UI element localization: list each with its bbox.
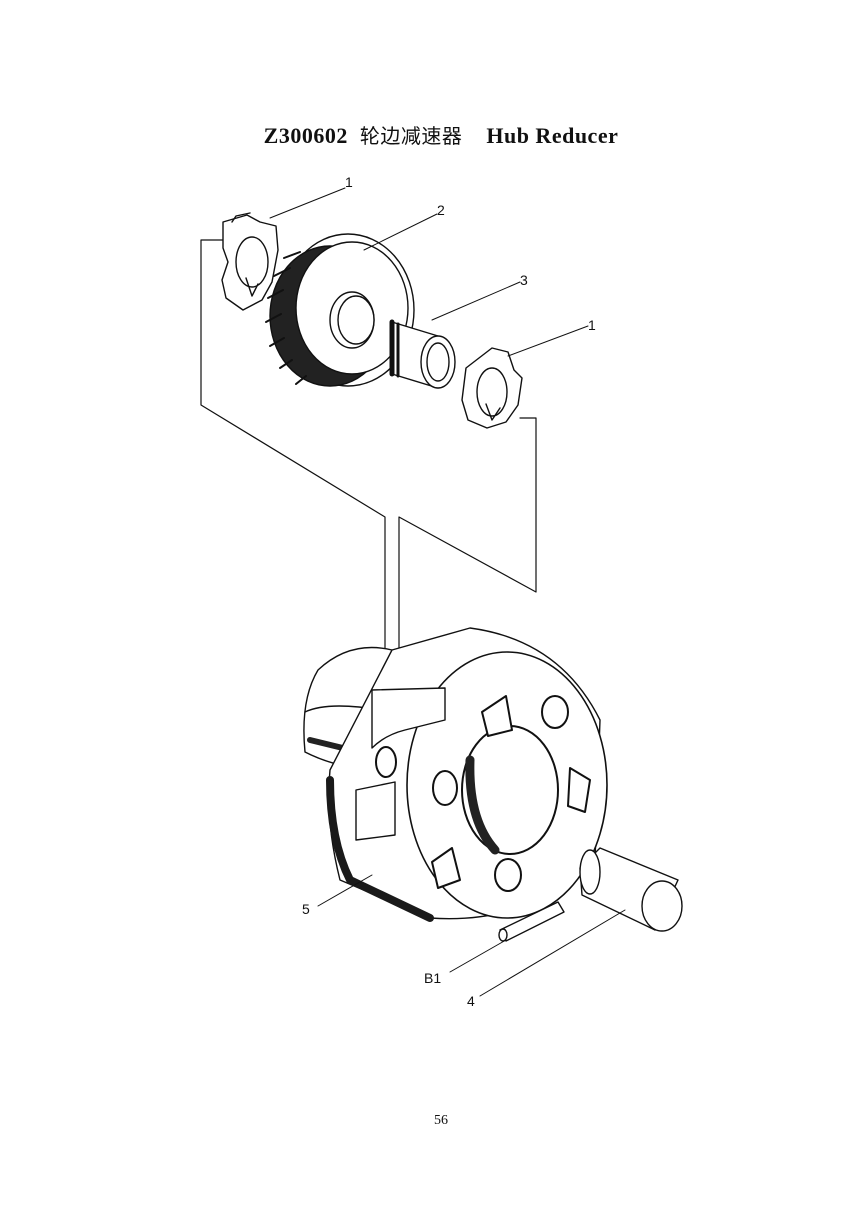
part-code: Z300602 <box>263 123 348 148</box>
title-english: Hub Reducer <box>486 123 619 148</box>
callout-4: 4 <box>467 993 475 1009</box>
title-chinese: 轮边减速器 <box>359 124 463 148</box>
callout-5: 5 <box>302 901 310 917</box>
page-title: Z300602 轮边减速器 Hub Reducer <box>0 120 858 149</box>
bushing <box>389 319 456 389</box>
page-number: 56 <box>434 1113 448 1128</box>
callout-2: 2 <box>437 202 445 218</box>
lock-washer-right <box>461 347 523 429</box>
planet-gear <box>265 233 415 387</box>
assembly-guide-lines <box>200 239 537 761</box>
callout-b1: B1 <box>424 970 441 986</box>
hub-carrier <box>303 627 608 922</box>
callout-1-right: 1 <box>588 317 596 333</box>
leader-lines <box>269 187 626 997</box>
callout-3: 3 <box>520 272 528 288</box>
lock-washer-left <box>221 212 279 311</box>
spring-pin <box>498 901 565 942</box>
planet-shaft <box>579 847 683 932</box>
callout-1-top: 1 <box>345 174 353 190</box>
